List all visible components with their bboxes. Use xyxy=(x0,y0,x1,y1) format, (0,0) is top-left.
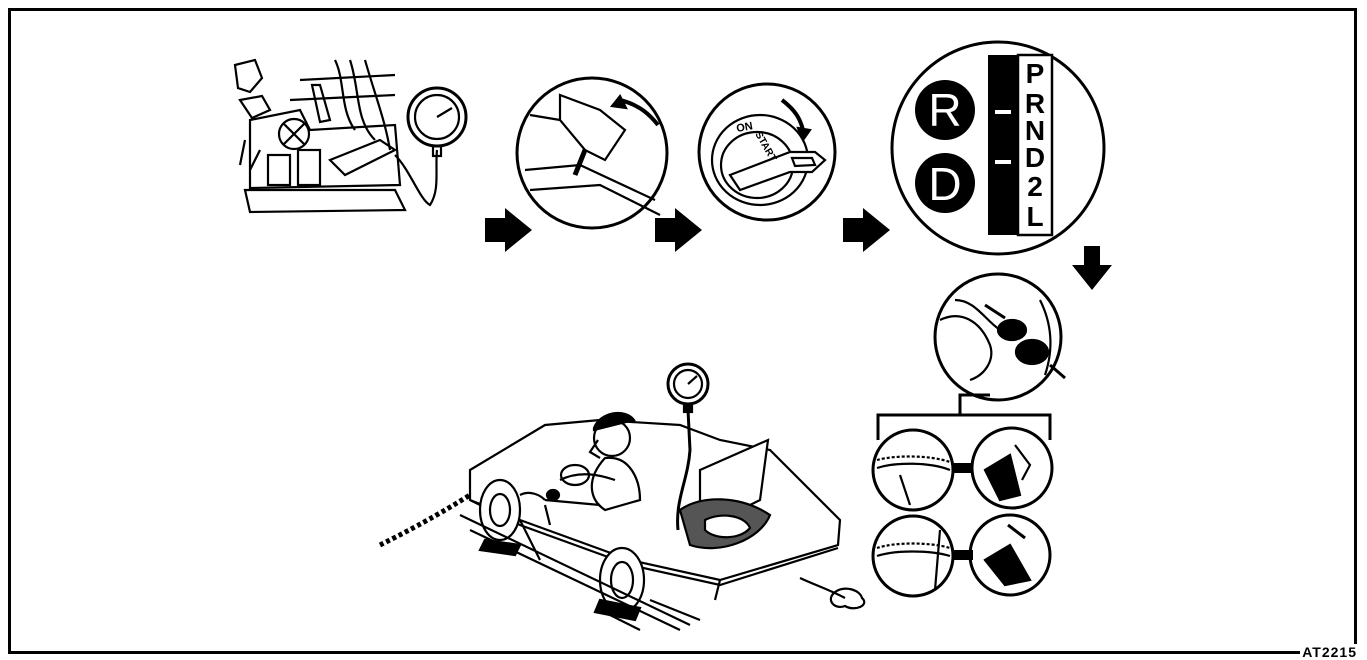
tire-detail-circle xyxy=(873,430,953,510)
arrow-down-icon xyxy=(1072,246,1112,290)
shift-gate-labels: P R N D 2 L xyxy=(1025,58,1045,232)
car-stall-test-illustration xyxy=(380,364,864,630)
gate-d-label: D xyxy=(1025,142,1045,173)
position-r-label: R xyxy=(928,84,961,136)
arrow-right-icon xyxy=(485,208,532,252)
gate-p-label: P xyxy=(1026,58,1045,89)
position-d-label: D xyxy=(928,158,961,210)
figure-code-label: AT2215 xyxy=(1300,644,1359,660)
bracket-icon xyxy=(878,395,1050,440)
arrow-right-icon xyxy=(843,208,890,252)
gate-l-label: L xyxy=(1026,201,1043,232)
transmission-gauge-illustration xyxy=(235,60,466,212)
shift-selector-illustration xyxy=(892,42,1104,254)
stall-detail-circles xyxy=(873,428,1052,596)
parking-brake-illustration xyxy=(517,78,667,228)
arrow-right-icon xyxy=(655,208,702,252)
pedal-feet-illustration xyxy=(935,274,1065,400)
gate-2-label: 2 xyxy=(1027,171,1043,202)
tire-detail-circle-2 xyxy=(873,516,953,596)
